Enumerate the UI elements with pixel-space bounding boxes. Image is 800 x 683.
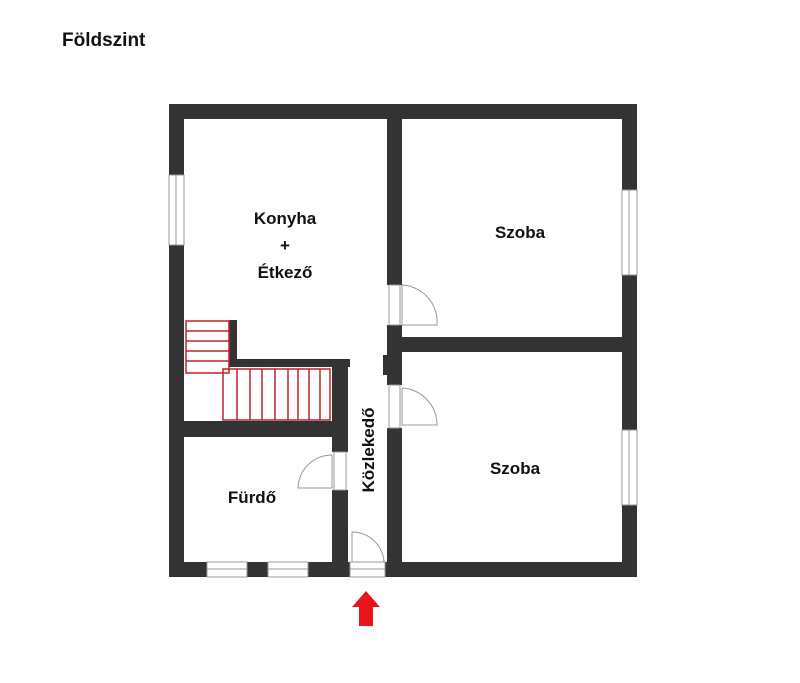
bathroom-label: Fürdő bbox=[228, 488, 276, 507]
kitchen-label-plus: + bbox=[280, 236, 290, 255]
staircase bbox=[185, 320, 331, 421]
room-top-label: Szoba bbox=[495, 223, 546, 242]
windows bbox=[168, 174, 638, 578]
corridor-label: Közlekedő bbox=[359, 407, 378, 492]
kitchen-label: Konyha bbox=[254, 209, 317, 228]
floor-title: Földszint bbox=[62, 30, 146, 51]
doors bbox=[297, 284, 438, 563]
walls bbox=[169, 104, 637, 577]
arrow-up-icon bbox=[352, 591, 380, 626]
room-bottom-label: Szoba bbox=[490, 459, 541, 478]
dining-label: Étkező bbox=[258, 263, 313, 282]
